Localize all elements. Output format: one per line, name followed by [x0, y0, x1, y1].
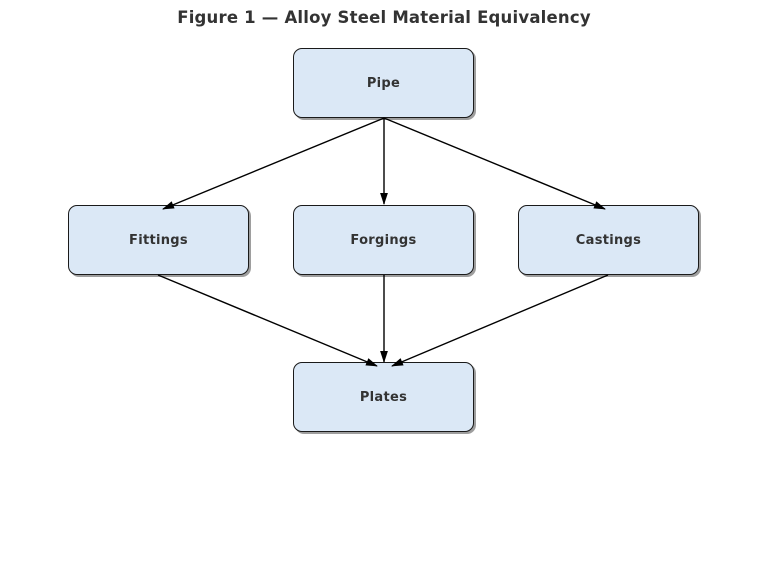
node-forgings-label: Forgings: [350, 232, 417, 248]
node-castings-label: Castings: [575, 232, 642, 248]
node-forgings: Forgings: [293, 205, 474, 275]
figure-title: Figure 1 — Alloy Steel Material Equivale…: [177, 8, 591, 27]
edge-pipe-castings: [383, 117, 606, 210]
edge-castings-plates: [391, 274, 609, 367]
node-castings: Castings: [518, 205, 699, 275]
node-fittings: Fittings: [68, 205, 249, 275]
node-plates-label: Plates: [359, 389, 408, 405]
node-pipe: Pipe: [293, 48, 474, 118]
edge-fittings-plates: [157, 274, 378, 367]
node-fittings-label: Fittings: [129, 232, 188, 248]
edge-pipe-fittings: [162, 117, 385, 210]
node-pipe-label: Pipe: [366, 75, 401, 91]
node-plates: Plates: [293, 362, 474, 432]
